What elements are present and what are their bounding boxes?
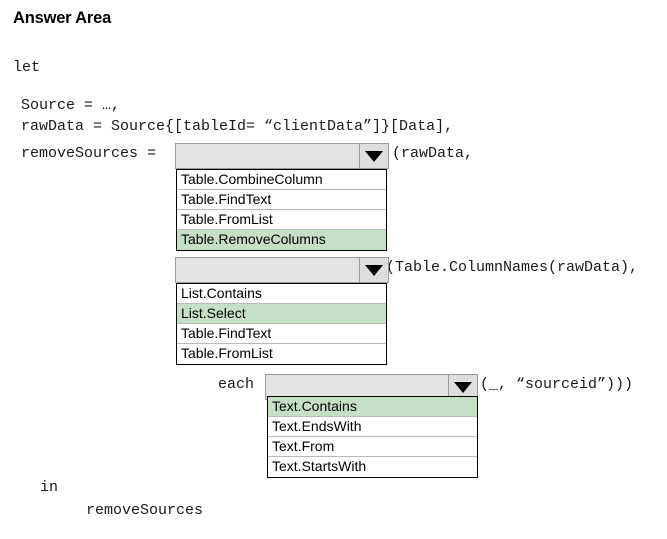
list-item-selected[interactable]: Text.Contains: [268, 397, 477, 417]
chevron-down-icon[interactable]: [359, 144, 388, 168]
chevron-down-icon[interactable]: [448, 375, 477, 399]
code-line-let: let: [13, 59, 41, 76]
list-item[interactable]: List.Contains: [177, 284, 386, 304]
code-fragment-after-dropdown-3: (_, “sourceid”))): [480, 376, 634, 393]
list-item[interactable]: Table.CombineColumn: [177, 170, 386, 190]
function-dropdown-1-value: [176, 144, 359, 168]
code-line-rawdata: rawData = Source{[tableId= “clientData”]…: [21, 118, 454, 135]
code-line-result: removeSources: [86, 502, 204, 519]
list-item[interactable]: Table.FindText: [177, 324, 386, 344]
function-dropdown-2-option-list[interactable]: List.Contains List.Select Table.FindText…: [176, 283, 387, 365]
list-item[interactable]: Text.EndsWith: [268, 417, 477, 437]
triangle-down-glyph: [365, 150, 383, 162]
page-title: Answer Area: [13, 9, 112, 27]
triangle-down-glyph: [365, 264, 383, 276]
code-line-removesources: removeSources =: [21, 145, 157, 162]
code-line-in: in: [40, 479, 59, 496]
chevron-down-icon[interactable]: [359, 258, 388, 282]
function-dropdown-2-value: [176, 258, 359, 282]
code-keyword-each: each: [218, 376, 255, 393]
function-dropdown-3-option-list[interactable]: Text.Contains Text.EndsWith Text.From Te…: [267, 396, 478, 478]
list-item[interactable]: Text.From: [268, 437, 477, 457]
list-item[interactable]: Table.FromList: [177, 344, 386, 364]
list-item-selected[interactable]: List.Select: [177, 304, 386, 324]
function-dropdown-1-option-list[interactable]: Table.CombineColumn Table.FindText Table…: [176, 169, 387, 251]
list-item[interactable]: Table.FromList: [177, 210, 386, 230]
code-fragment-after-dropdown-1: (rawData,: [392, 145, 474, 162]
function-dropdown-3[interactable]: [265, 374, 478, 400]
code-fragment-after-dropdown-2: (Table.ColumnNames(rawData),: [386, 259, 639, 276]
list-item[interactable]: Text.StartsWith: [268, 457, 477, 477]
function-dropdown-1[interactable]: [175, 143, 389, 169]
list-item-selected[interactable]: Table.RemoveColumns: [177, 230, 386, 250]
list-item[interactable]: Table.FindText: [177, 190, 386, 210]
triangle-down-glyph: [454, 381, 472, 393]
function-dropdown-2[interactable]: [175, 257, 389, 283]
code-line-source: Source = …,: [21, 97, 121, 114]
